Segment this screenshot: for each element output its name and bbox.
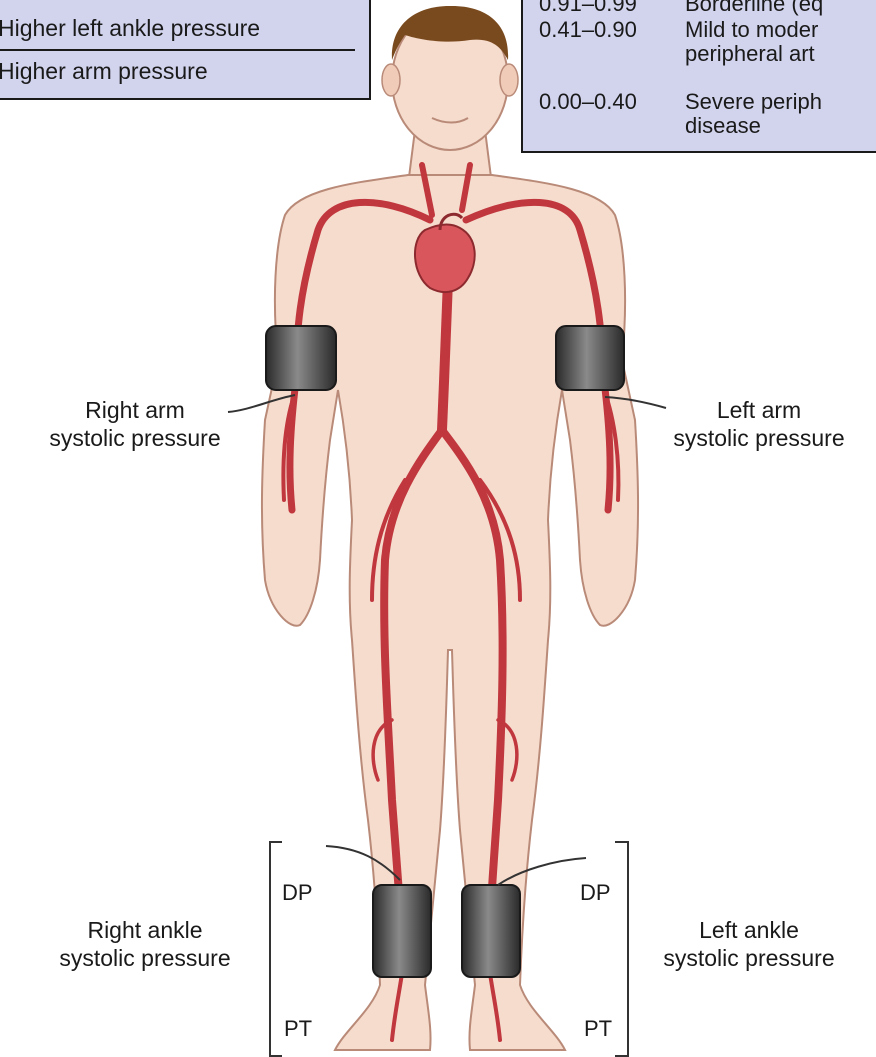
right-arm-label-line1: Right arm bbox=[20, 396, 250, 424]
left-ankle-label: Left ankle systolic pressure bbox=[636, 916, 862, 972]
left-dp-label: DP bbox=[580, 880, 611, 906]
left-arm-label-line2: systolic pressure bbox=[646, 424, 872, 452]
right-arm-label-line2: systolic pressure bbox=[20, 424, 250, 452]
fraction-divider bbox=[0, 49, 355, 51]
abi-formula-box: Higher left ankle pressure Higher arm pr… bbox=[0, 0, 371, 100]
left-ankle-label-line1: Left ankle bbox=[636, 916, 862, 944]
formula-denominator: Higher arm pressure bbox=[0, 58, 208, 85]
legend-range: 0.41–0.90 bbox=[539, 18, 685, 42]
right-dp-label: DP bbox=[282, 880, 313, 906]
formula-numerator: Higher left ankle pressure bbox=[0, 15, 260, 42]
right-ankle-label-line2: systolic pressure bbox=[30, 944, 260, 972]
right-ankle-label-line1: Right ankle bbox=[30, 916, 260, 944]
left-ankle-label-line2: systolic pressure bbox=[636, 944, 862, 972]
ankle-brackets bbox=[270, 842, 628, 1056]
left-arm-label: Left arm systolic pressure bbox=[646, 396, 872, 452]
legend-range: 0.00–0.40 bbox=[539, 90, 685, 114]
right-arm-label: Right arm systolic pressure bbox=[20, 396, 250, 452]
legend-desc: Borderline (eq bbox=[685, 0, 823, 16]
legend-desc: Mild to moder bbox=[685, 17, 818, 42]
legend-range: 0.91–0.99 bbox=[539, 0, 685, 16]
left-ankle-cuff bbox=[462, 885, 520, 977]
right-arm-cuff bbox=[266, 326, 336, 390]
left-arm-cuff bbox=[556, 326, 624, 390]
legend-desc: Severe periph bbox=[685, 89, 822, 114]
head bbox=[382, 6, 518, 150]
right-ankle-cuff bbox=[373, 885, 431, 977]
right-ankle-label: Right ankle systolic pressure bbox=[30, 916, 260, 972]
right-pt-label: PT bbox=[284, 1016, 312, 1042]
legend-desc-cont: disease bbox=[685, 113, 761, 138]
left-arm-label-line1: Left arm bbox=[646, 396, 872, 424]
legend-desc-cont: peripheral art bbox=[685, 41, 815, 66]
left-pt-label: PT bbox=[584, 1016, 612, 1042]
